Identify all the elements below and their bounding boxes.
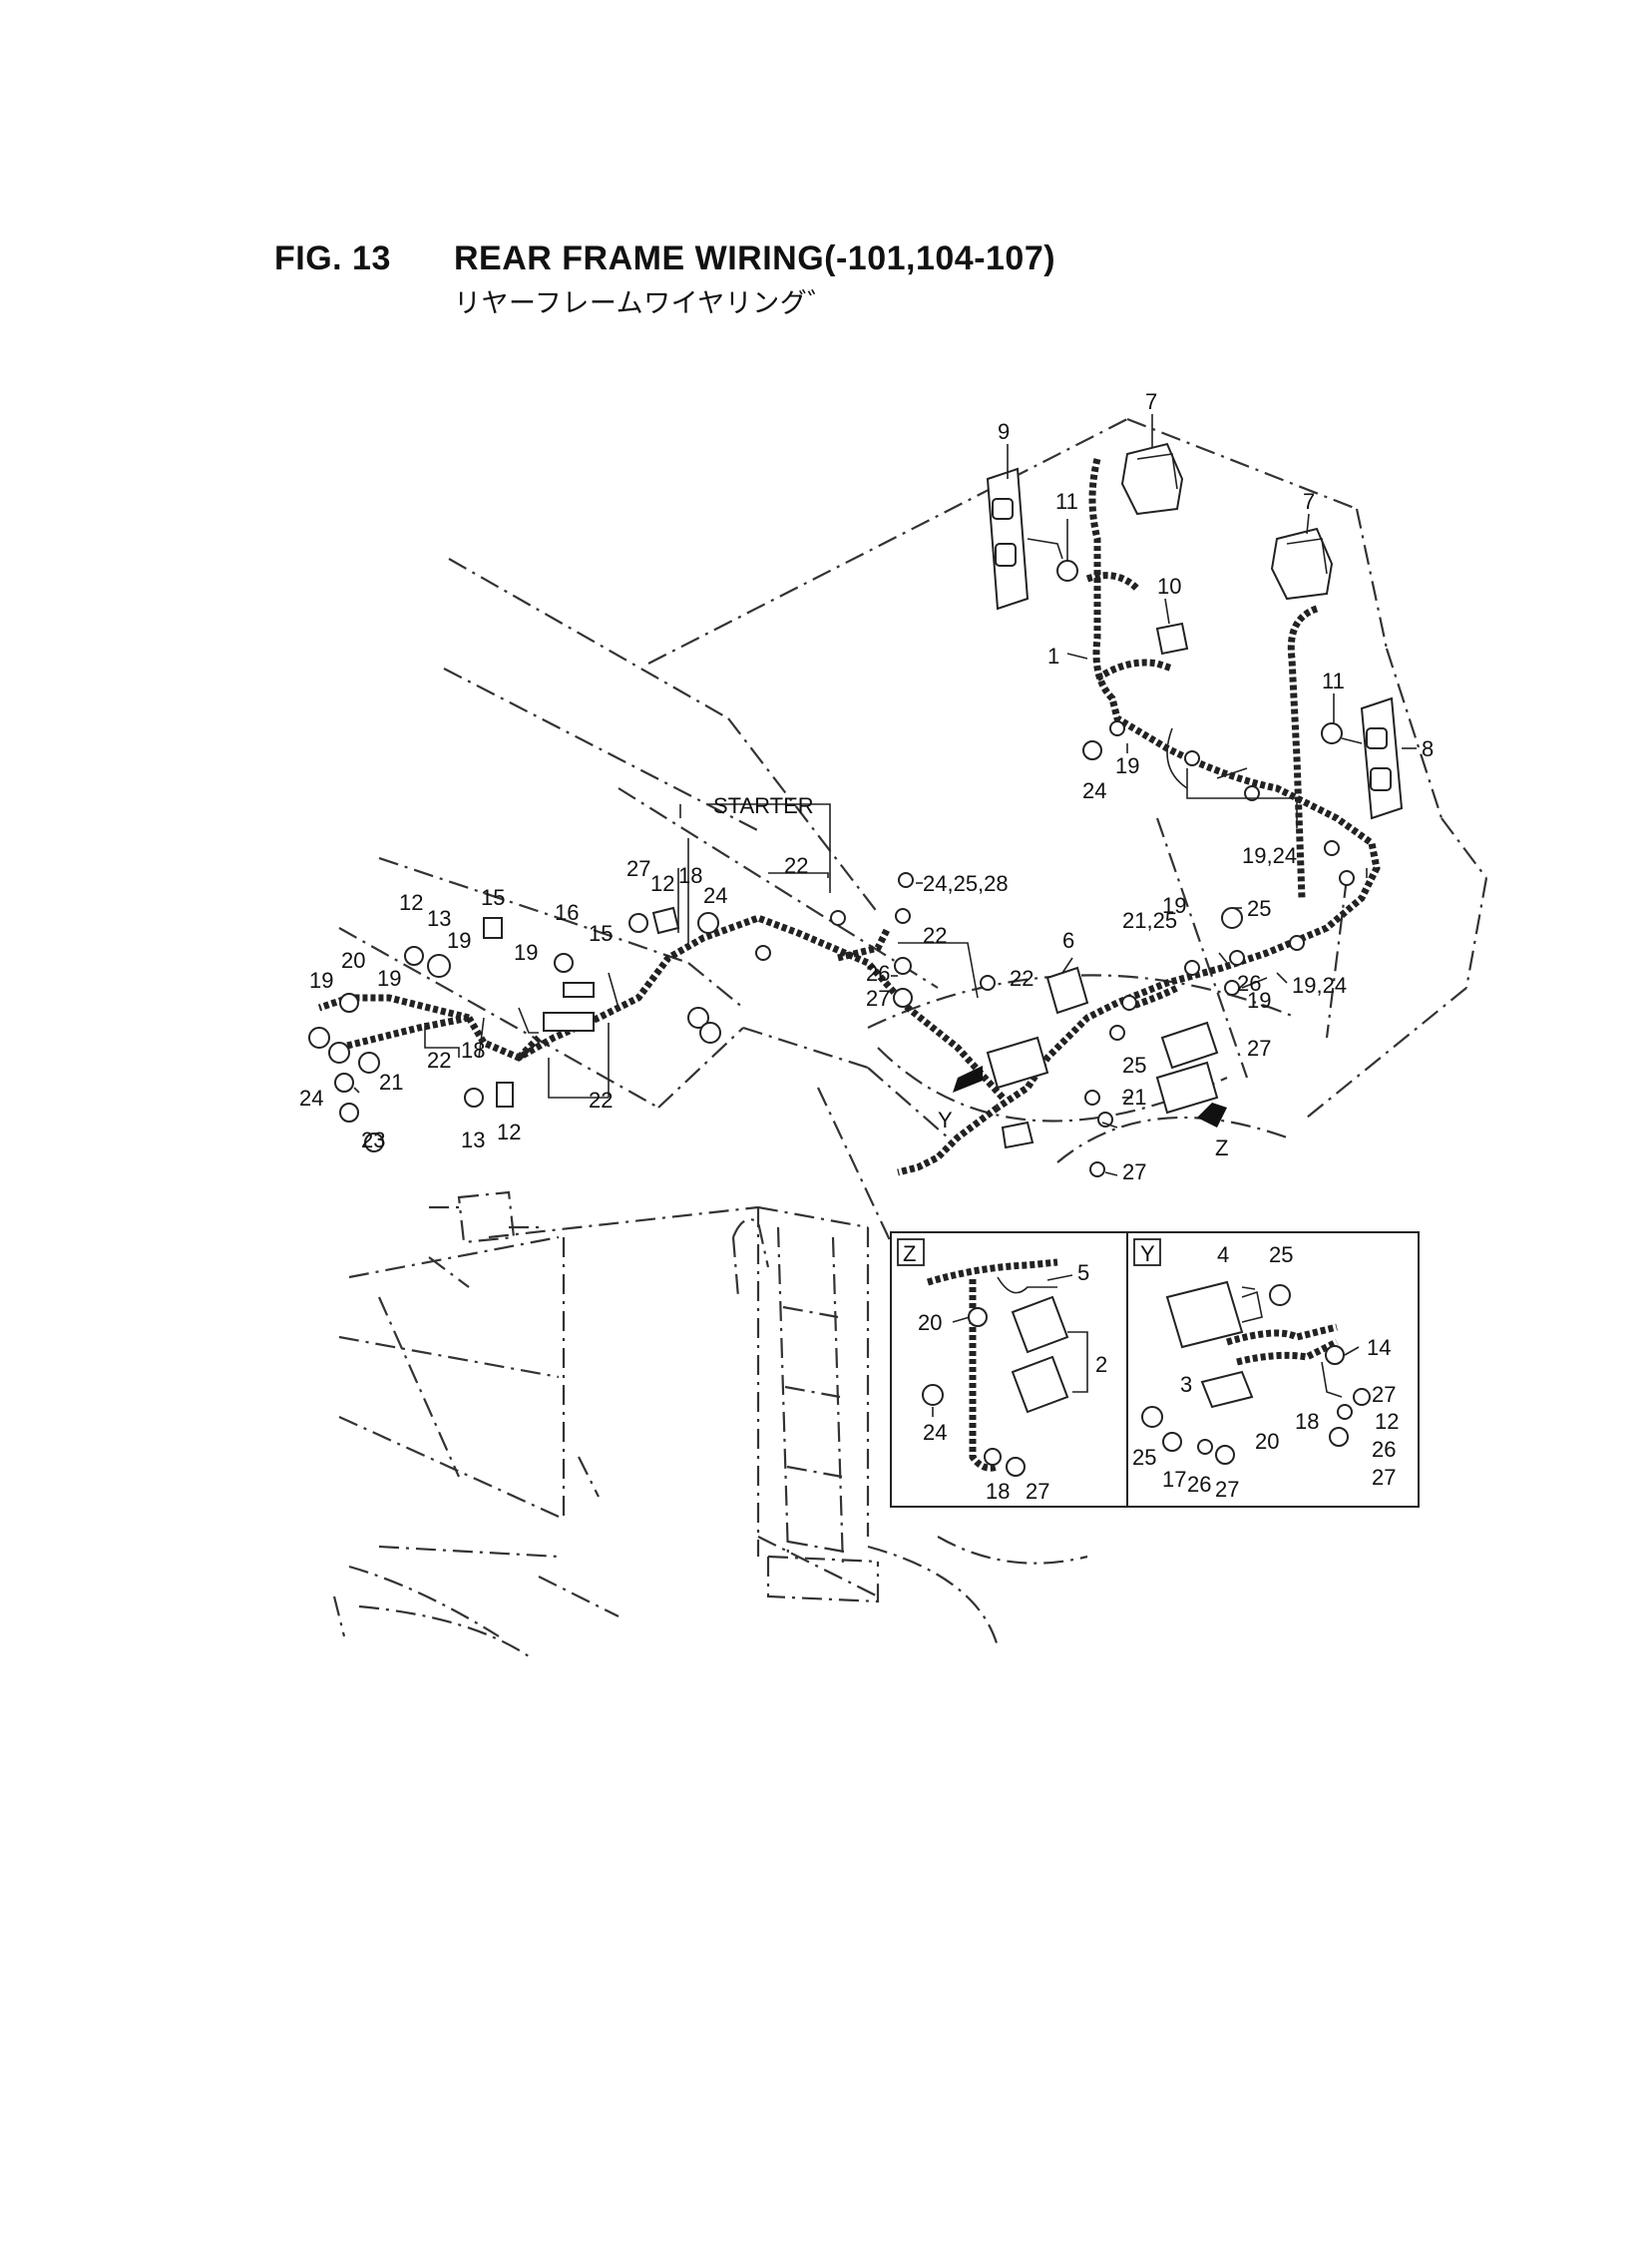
leader-lines — [353, 414, 1417, 1176]
figure-title: REAR FRAME WIRING(-101,104-107) — [454, 239, 1056, 277]
inset-z-tag: Z — [903, 1241, 916, 1266]
inset-z-callout-20: 20 — [918, 1310, 942, 1335]
view-y-arrow — [953, 1066, 983, 1093]
callout-19a: 19 — [1115, 753, 1139, 778]
callout-24b: 24 — [703, 883, 727, 908]
rear-lamp-part-9 — [986, 467, 1030, 611]
figure-subtitle: リヤーフレームワイヤリング゛ — [454, 288, 835, 318]
callout-15b: 15 — [589, 921, 613, 946]
callout-22e: 22 — [589, 1088, 613, 1113]
figure-number: FIG. 13 — [274, 239, 391, 277]
callout-11a: 11 — [1055, 489, 1078, 514]
callout-19-24b: 19,24 — [1292, 973, 1347, 998]
work-lamp-part-7b — [1270, 527, 1334, 601]
callout-18b: 18 — [461, 1038, 485, 1063]
callout-7a: 7 — [1145, 389, 1157, 414]
callout-27c: 27 — [1122, 1159, 1146, 1184]
part-10 — [1155, 622, 1189, 656]
callout-24-25-28: 24,25,28 — [923, 871, 1009, 896]
view-y-label: Y — [938, 1108, 953, 1133]
work-lamp-part-7a — [1120, 442, 1184, 516]
inset-y-callout-25b: 25 — [1132, 1445, 1156, 1470]
callout-10: 10 — [1157, 574, 1181, 599]
inset-y-callout-12: 12 — [1375, 1409, 1399, 1434]
inset-z-callout-2: 2 — [1095, 1352, 1107, 1377]
callout-22c: 22 — [1010, 966, 1033, 991]
inset-y-callout-17: 17 — [1162, 1467, 1186, 1492]
callout-19d: 19 — [447, 928, 471, 953]
callout-12c: 12 — [497, 1120, 521, 1144]
inset-y-callout-27a: 27 — [1372, 1382, 1396, 1407]
callout-19c: 19 — [1247, 988, 1271, 1013]
callout-24c: 24 — [299, 1086, 323, 1111]
inset-y-callout-27c: 27 — [1372, 1465, 1396, 1490]
inset-z-callout-18: 18 — [986, 1479, 1010, 1504]
callout-12a: 12 — [399, 890, 423, 915]
parts — [308, 442, 1404, 1177]
callout-24a: 24 — [1082, 778, 1106, 803]
callout-21a: 21 — [1122, 1085, 1146, 1110]
inset-z: Z 5 20 2 24 18 27 — [890, 1231, 1128, 1508]
callout-12b: 12 — [650, 871, 674, 896]
callout-6: 6 — [1062, 928, 1074, 953]
callout-13a: 13 — [427, 906, 451, 931]
callout-26b: 26 — [1237, 971, 1261, 996]
callout-21-25: 21,25 — [1122, 908, 1177, 933]
inset-y-callout-27b: 27 — [1215, 1477, 1239, 1502]
callout-22a: 22 — [784, 853, 808, 878]
inset-z-callout-5: 5 — [1077, 1260, 1089, 1285]
wiring-harness — [317, 458, 1381, 1176]
callout-25a: 25 — [1247, 896, 1271, 921]
inset-y-callout-26b: 26 — [1187, 1472, 1211, 1497]
callout-19b: 19 — [1162, 893, 1186, 918]
inset-y-callout-25a: 25 — [1269, 1242, 1293, 1267]
inset-y-callout-20: 20 — [1255, 1429, 1279, 1454]
callout-13b: 13 — [461, 1128, 485, 1152]
callout-8: 8 — [1422, 736, 1434, 761]
view-z-arrow — [1197, 1103, 1227, 1128]
inset-z-callout-27: 27 — [1026, 1479, 1049, 1504]
inset-y-callout-3: 3 — [1180, 1372, 1192, 1397]
callout-7b: 7 — [1303, 489, 1315, 514]
inset-y: Y 4 25 14 3 27 12 18 20 26 27 25 17 26 2… — [1126, 1231, 1420, 1508]
inset-y-callout-18: 18 — [1295, 1409, 1319, 1434]
grommet-part-11b — [1321, 722, 1343, 744]
callout-11b: 11 — [1322, 669, 1345, 693]
callout-27b: 27 — [1247, 1036, 1271, 1061]
part-6 — [1045, 966, 1089, 1015]
inset-y-callout-14: 14 — [1367, 1335, 1391, 1360]
callout-21b: 21 — [379, 1070, 403, 1095]
view-z-label: Z — [1215, 1135, 1228, 1160]
callout-16: 16 — [555, 900, 579, 925]
callout-23: 23 — [361, 1128, 385, 1152]
inset-y-tag: Y — [1140, 1241, 1155, 1266]
callout-25b: 25 — [1122, 1053, 1146, 1078]
callout-26a: 26 — [866, 961, 890, 986]
callout-22d: 22 — [427, 1048, 451, 1073]
callout-27d: 27 — [626, 856, 650, 881]
callouts: 9 7 7 11 10 1 11 8 24 19 19,24 19,24 STA… — [299, 389, 1434, 1184]
callout-27a: 27 — [866, 986, 890, 1011]
starter-label: STARTER — [713, 793, 814, 818]
grommet-part-11a — [1056, 560, 1078, 582]
callout-22b: 22 — [923, 923, 947, 948]
callout-1: 1 — [1047, 644, 1059, 669]
inset-y-callout-26a: 26 — [1372, 1437, 1396, 1462]
inset-z-callout-24: 24 — [923, 1420, 947, 1445]
callout-19g: 19 — [377, 966, 401, 991]
callout-19-24a: 19,24 — [1242, 843, 1297, 868]
inset-y-callout-4: 4 — [1217, 1242, 1229, 1267]
callout-19e: 19 — [514, 940, 538, 965]
callout-20: 20 — [341, 948, 365, 973]
callout-15a: 15 — [481, 885, 505, 910]
callout-18a: 18 — [678, 863, 702, 888]
callout-19f: 19 — [309, 968, 333, 993]
callout-9: 9 — [998, 419, 1010, 444]
machine-outline — [332, 417, 1488, 1657]
rear-lamp-part-8 — [1360, 696, 1404, 820]
